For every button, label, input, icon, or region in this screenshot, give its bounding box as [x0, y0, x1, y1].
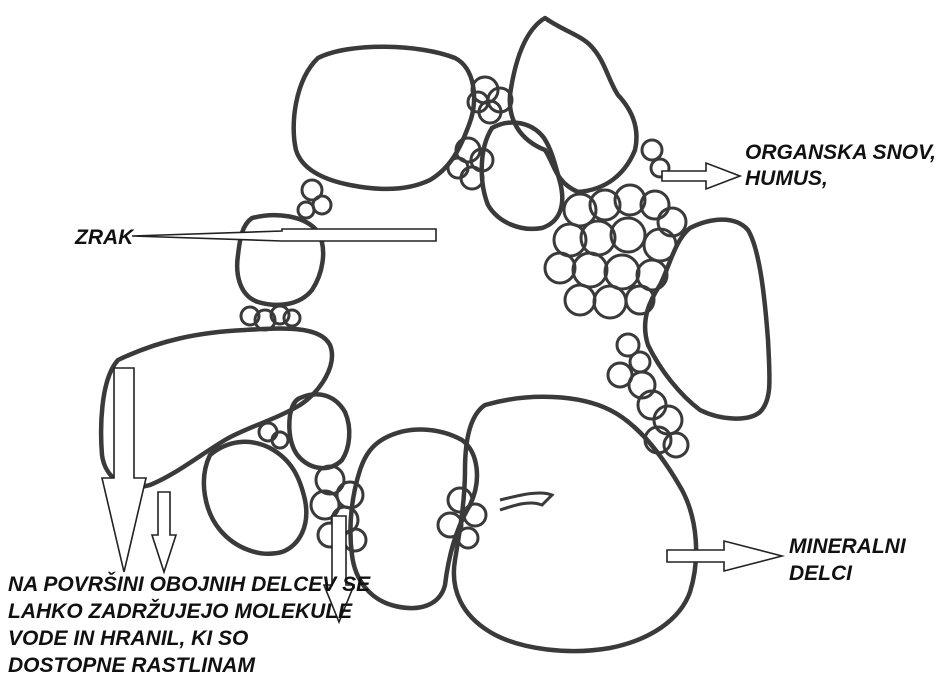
organic-label-line1: ORGANSKA SNOV,	[745, 140, 936, 166]
mineral-label-line2: DELCI	[789, 561, 852, 587]
mineral-particle	[645, 220, 769, 419]
arrow-mineral	[667, 541, 782, 571]
mineral-particle	[482, 123, 563, 229]
mineral-particle	[204, 442, 306, 554]
air-label: ZRAK	[75, 225, 133, 251]
arrow-organic	[662, 163, 740, 189]
surface-label-line4: DOSTOPNE RASTLINAM	[8, 653, 255, 679]
surface-label-line3: VODE IN HRANIL, KI SO	[8, 626, 248, 652]
surface-label-line2: LAHKO ZADRŽUJEJO MOLEKULE	[8, 599, 352, 625]
mineral-particle	[101, 329, 332, 487]
surface-label-line1: NA POVRŠINI OBOJNIH DELCEV SE	[8, 572, 370, 598]
mineral-particle	[454, 397, 696, 651]
organic-label-line2: HUMUS,	[745, 166, 828, 192]
mineral-particle	[510, 18, 637, 192]
arrow-air	[132, 229, 436, 241]
mineral-label-line1: MINERALNI	[789, 534, 906, 560]
arrow-surface-2	[152, 492, 176, 572]
